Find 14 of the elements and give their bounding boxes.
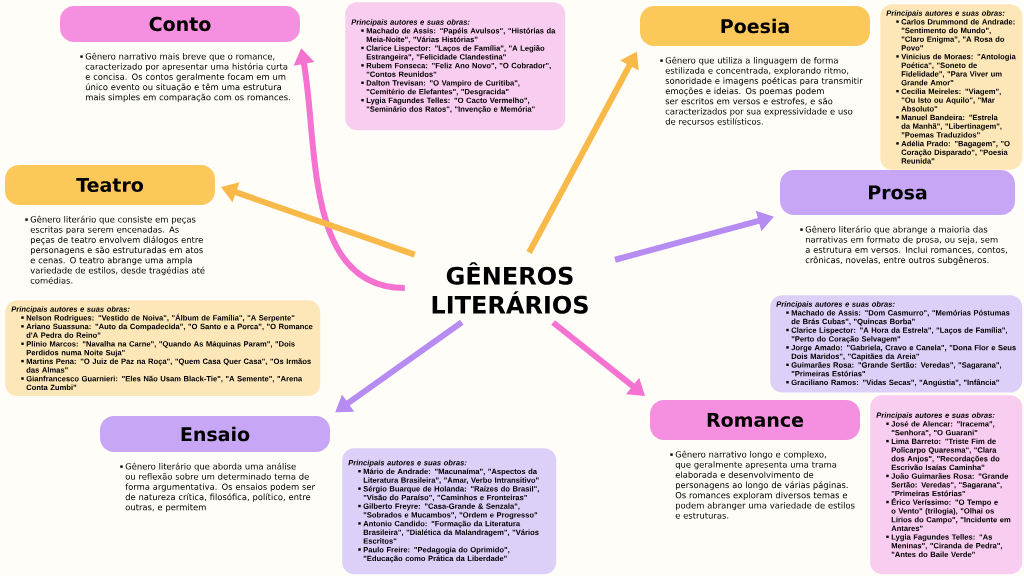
- description-text: Gênero literário que aborda uma análise ou reflexão sobre um determinado tema de forma argumentativa. Os ensaios podem ser de natureza crítica, filosófica, político, entre outras, e permitem: [120, 462, 315, 512]
- title-box: Prosa: [780, 170, 1015, 215]
- description-text: Gênero literário que consiste em peças escritas para serem encenadas. As peças de teatro envolvem diálogos entre personagens e são estruturadas em atos e cenas. O teatro abrange uma ampla variedade de estilos, desde tragédias até comédias.: [25, 215, 205, 284]
- central-title: GÊNEROS LITERÁRIOS: [432, 262, 588, 314]
- title-box: Ensaio: [100, 416, 330, 452]
- description-text: Gênero narrativo longo e complexo, que geralmente apresenta uma trama elaborada e desenvolvimento de personagens ao longo de várias páginas. Os romances exploram diversos temas e podem abranger uma variedade de estilos e estruturas.: [670, 450, 855, 519]
- title-box: Poesia: [640, 6, 870, 46]
- description-text: Gênero narrativo mais breve que o romance, caracterizado por apresentar uma história curta e concisa. Os contos geralmente focam em um único evento ou situação e têm uma estrutura mais simples em comparação com os romances.: [80, 52, 290, 102]
- description-text: Gênero que utiliza a linguagem de forma estilizada e concentrada, explorando ritmo, sonoridade e imagens poéticas para transmitir emoções e ideias. Os poemas podem ser escritos em versos e estrofes, e são caracterizados por sua expressividade e uso de recursos estilísticos.: [660, 56, 863, 125]
- title-box: Romance: [650, 400, 860, 440]
- title-box: Conto: [60, 6, 300, 42]
- arrow: [551, 320, 645, 396]
- title-box: Teatro: [5, 165, 215, 205]
- description-text: Gênero literário que abrange a maioria das narrativas em formato de prosa, ou seja, sem a estrutura em versos. Inclui romances, contos, crônicas, novelas, entre outros subgêneros.: [800, 225, 1007, 265]
